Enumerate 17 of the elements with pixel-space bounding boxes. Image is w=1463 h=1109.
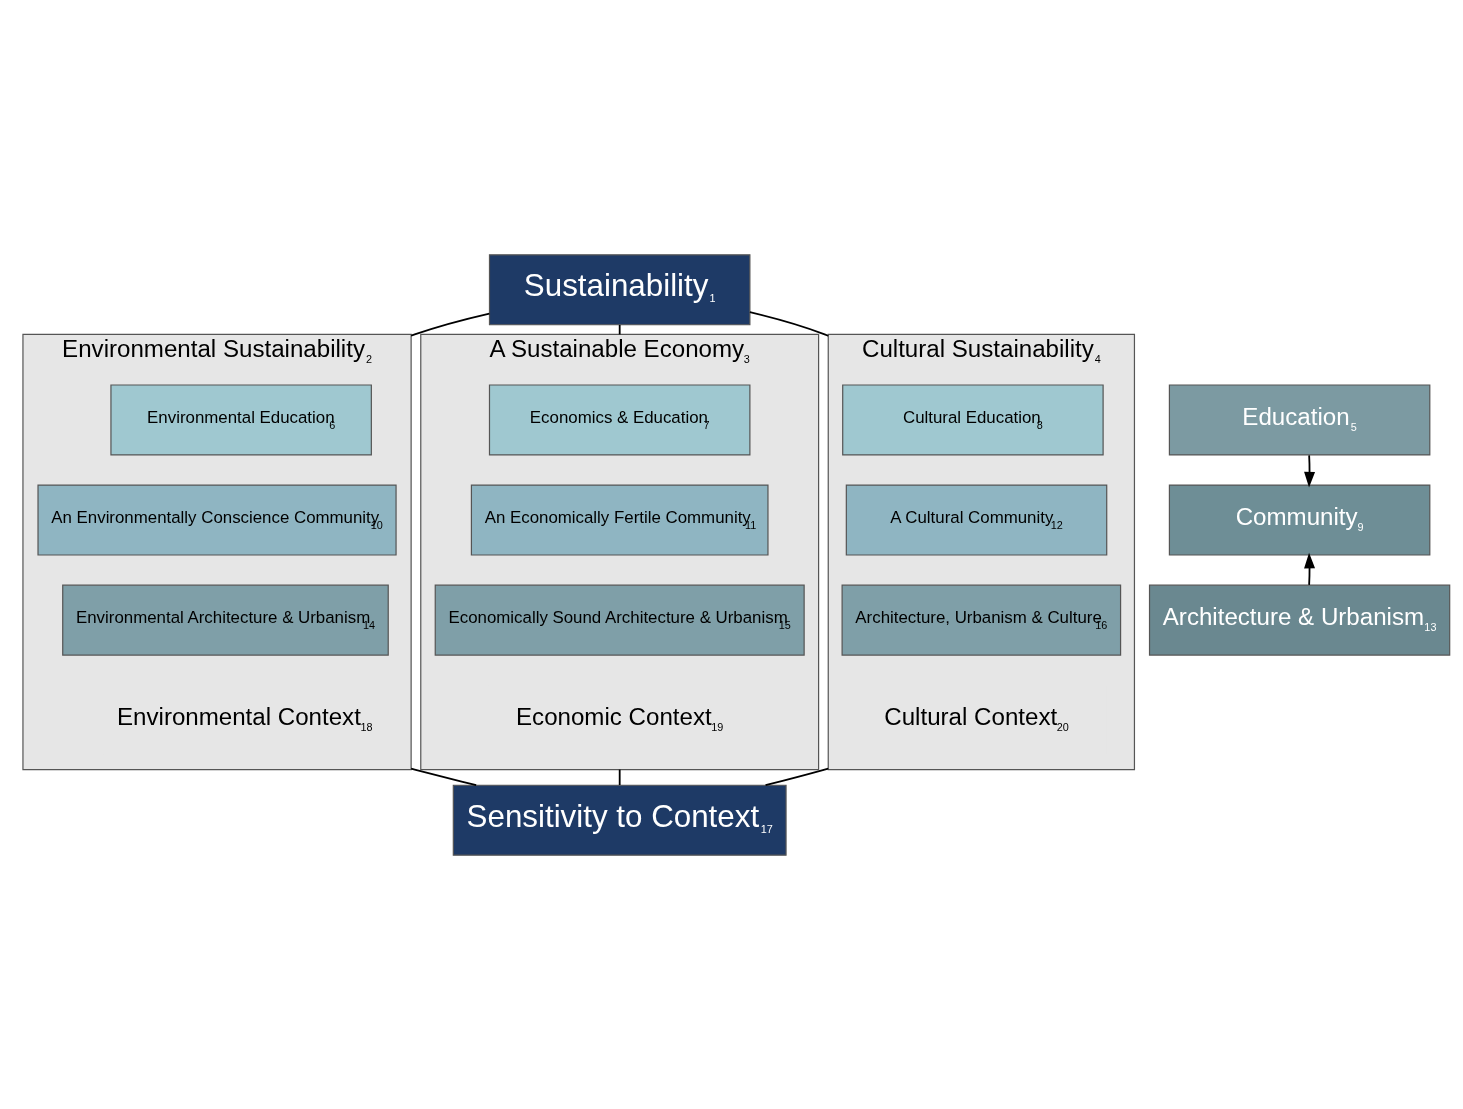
connector [618, 323, 621, 335]
node-box: Architecture & Urbanism$_{13}$ [1148, 584, 1451, 656]
connector [764, 767, 830, 786]
node-text: Cultural Context$_{20}$ [884, 702, 1069, 733]
connector [410, 767, 478, 786]
node-box: Cultural Education$_{8}$ [842, 383, 1104, 456]
node-text: Economic Context$_{19}$ [516, 702, 724, 733]
node-box: Sensitivity to Context$_{17}$ [452, 784, 787, 856]
node-box: Community$_{9}$ [1168, 483, 1431, 556]
connector [749, 310, 830, 337]
node-text: Environmental Context$_{18}$ [116, 702, 373, 733]
node-box: A Cultural Community$_{12}$ [845, 483, 1108, 556]
node-box: Education$_{5}$ [1168, 383, 1431, 456]
node-box: Economics & Education$_{7}$ [488, 383, 751, 456]
connector [618, 768, 621, 786]
connector [410, 312, 491, 337]
node-box: Sustainability$_{1}$ [488, 253, 751, 325]
